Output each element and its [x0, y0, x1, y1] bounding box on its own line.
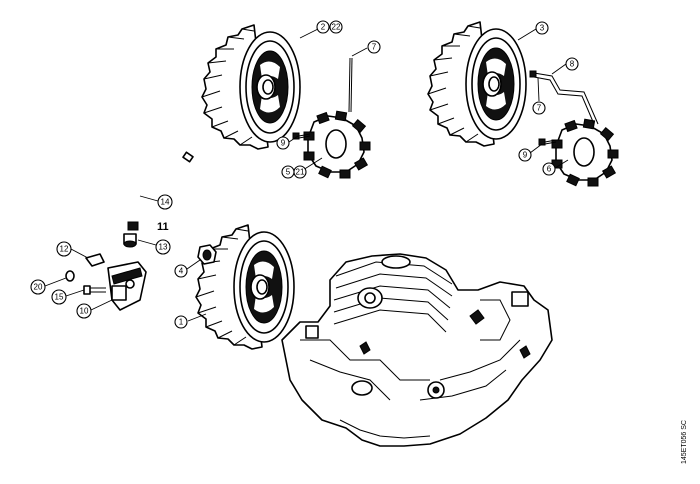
svg-text:7: 7	[537, 104, 542, 113]
callout-c3: 3	[535, 21, 549, 35]
leader-c7b	[537, 77, 540, 102]
wire-left	[348, 57, 351, 113]
label-11: 11	[157, 221, 169, 233]
flywheel-lower	[195, 224, 295, 350]
leader-c22	[299, 27, 321, 39]
leader-c521	[302, 157, 323, 171]
callout-c9a: 9	[276, 136, 290, 150]
leader-c7a	[351, 47, 368, 57]
leader-c13	[137, 239, 157, 246]
svg-text:12: 12	[60, 245, 69, 254]
callout-c7a: 7	[367, 40, 381, 54]
leader-c14	[139, 195, 159, 202]
svg-text:6: 6	[547, 165, 552, 174]
svg-text:9: 9	[281, 139, 286, 148]
callout-c4: 4	[174, 264, 188, 278]
callout-c13: 13	[155, 239, 171, 255]
contact-spring	[85, 253, 105, 267]
callout-c14: 14	[157, 194, 173, 210]
svg-text:8: 8	[570, 60, 575, 69]
svg-text:10: 10	[80, 307, 89, 316]
svg-text:3: 3	[540, 24, 545, 33]
callout-c521: 5 21	[281, 165, 307, 179]
ignition-module-right	[551, 118, 619, 187]
svg-text:2: 2	[321, 23, 326, 32]
callout-c20: 20	[30, 279, 46, 295]
callout-c22: 2 22	[316, 20, 343, 34]
svg-text:22: 22	[332, 23, 341, 32]
callout-c6: 6	[542, 162, 556, 176]
svg-text:1: 1	[179, 318, 184, 327]
svg-text:15: 15	[55, 293, 64, 302]
lead-terminal	[127, 221, 139, 231]
flywheel-top-left	[201, 24, 301, 150]
leader-c9a	[288, 135, 299, 143]
leader-c1	[187, 313, 207, 322]
leader-c12	[70, 248, 89, 259]
svg-text:9: 9	[523, 151, 528, 160]
ignition-lead	[132, 146, 189, 229]
switch-screw	[83, 285, 106, 295]
flywheel-top-right	[427, 21, 527, 147]
spark-plug-boot	[123, 233, 137, 248]
leader-c9b	[529, 143, 543, 154]
engine-crankcase	[281, 253, 553, 447]
svg-text:4: 4	[179, 267, 184, 276]
leader-c10	[90, 299, 113, 311]
leader-c15	[65, 289, 85, 297]
callout-c12: 12	[56, 241, 72, 257]
svg-text:7: 7	[372, 43, 377, 52]
leader-c4	[186, 259, 201, 270]
leader-c3	[517, 28, 537, 41]
svg-text:14: 14	[161, 198, 170, 207]
svg-text:20: 20	[34, 283, 43, 292]
callout-c7b: 7	[532, 101, 546, 115]
callout-c15: 15	[51, 289, 67, 305]
svg-text:21: 21	[296, 168, 305, 177]
nut	[197, 244, 217, 265]
callout-c1: 1	[174, 315, 188, 329]
leader-c8	[551, 63, 567, 75]
ignition-module-left	[303, 110, 371, 179]
callout-c10: 10	[76, 303, 92, 319]
drawing-code: 145ET056 SC	[681, 420, 688, 464]
svg-text:13: 13	[159, 243, 168, 252]
wire-right	[533, 72, 599, 125]
svg-text:5: 5	[286, 168, 291, 177]
callout-c9b: 9	[518, 148, 532, 162]
short-circuit-switch	[107, 261, 147, 311]
leader-c6	[554, 159, 569, 169]
callout-c8: 8	[565, 57, 579, 71]
washer	[65, 270, 75, 282]
leader-c20	[44, 277, 67, 287]
